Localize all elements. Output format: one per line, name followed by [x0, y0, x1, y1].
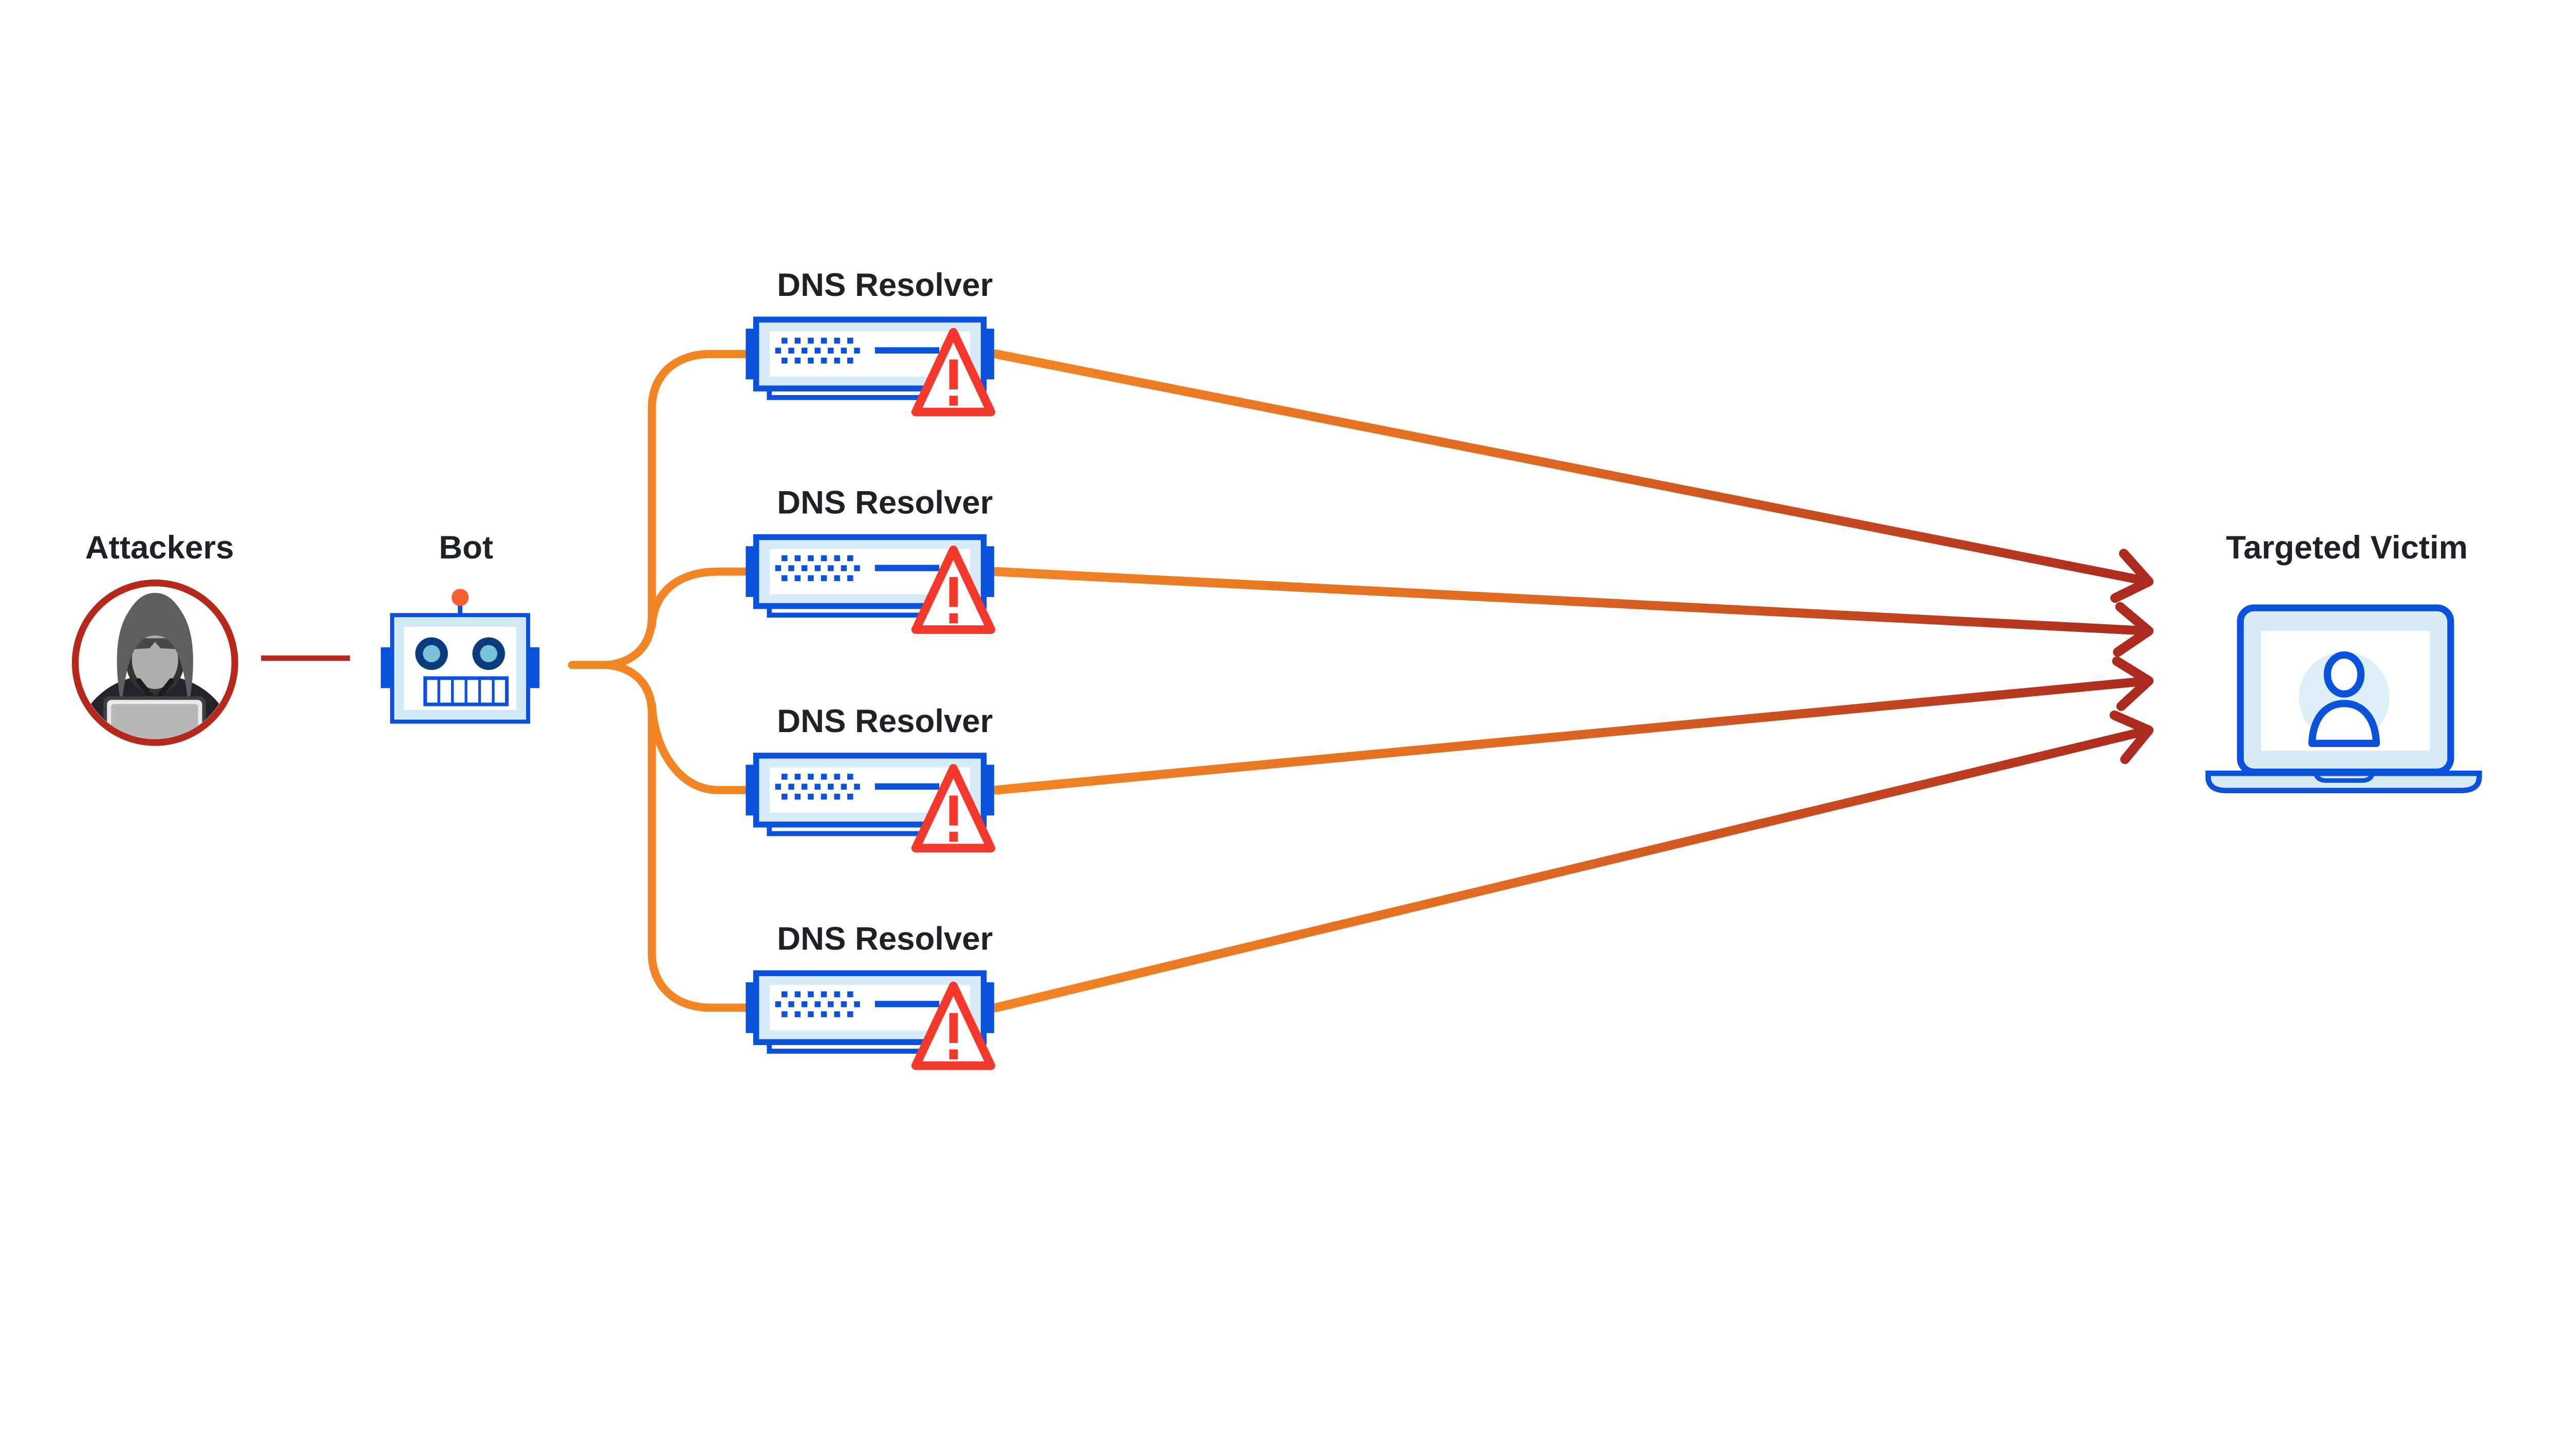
resolver-4-to-victim-arrow — [991, 710, 2154, 1013]
resolver-3-label: DNS Resolver — [777, 703, 993, 739]
hacker-avatar-icon — [79, 593, 231, 739]
dns-server-icon — [746, 973, 994, 1066]
bot-label: Bot — [439, 529, 493, 566]
diagram-canvas: Attackers Bot — [0, 0, 2569, 1284]
robot-mouth — [423, 676, 509, 706]
bot-to-resolver-2-link — [647, 567, 752, 630]
resolver-1-label: DNS Resolver — [777, 267, 993, 303]
attackers-node: Attackers — [71, 529, 350, 746]
dns-server-icon — [746, 756, 994, 848]
resolver-4-label: DNS Resolver — [777, 920, 993, 957]
dns-resolver-node-3: DNS Resolver — [746, 703, 994, 848]
user-icon — [2299, 651, 2390, 748]
robot-antenna-tip — [451, 589, 469, 606]
bot-node: Bot — [381, 529, 539, 724]
bot-to-resolver-4-link — [604, 661, 752, 1012]
resolver-1-to-victim-arrow — [991, 349, 2154, 603]
laptop-hinge-notch — [2313, 772, 2375, 783]
dns-resolver-node-2: DNS Resolver — [746, 484, 994, 630]
targeted-victim-node: Targeted Victim — [2205, 529, 2482, 794]
ddos-attack-diagram: Attackers Bot — [0, 0, 2569, 1284]
bot-fanout-links — [568, 350, 752, 1012]
laptop-user-icon — [2205, 604, 2482, 794]
attack-arrows — [991, 349, 2154, 1013]
dns-resolver-node-1: DNS Resolver — [746, 267, 994, 412]
dns-server-icon — [746, 537, 994, 630]
victim-label: Targeted Victim — [2226, 529, 2468, 566]
dns-server-icon — [746, 320, 994, 412]
resolver-2-label: DNS Resolver — [777, 484, 993, 521]
robot-icon — [381, 589, 539, 724]
attackers-label: Attackers — [85, 529, 234, 566]
dns-resolver-node-4: DNS Resolver — [746, 920, 994, 1066]
resolver-2-to-victim-arrow — [991, 567, 2154, 657]
resolver-3-to-victim-arrow — [991, 656, 2154, 795]
background — [0, 0, 2569, 1284]
bot-to-resolver-1-link — [604, 350, 752, 669]
